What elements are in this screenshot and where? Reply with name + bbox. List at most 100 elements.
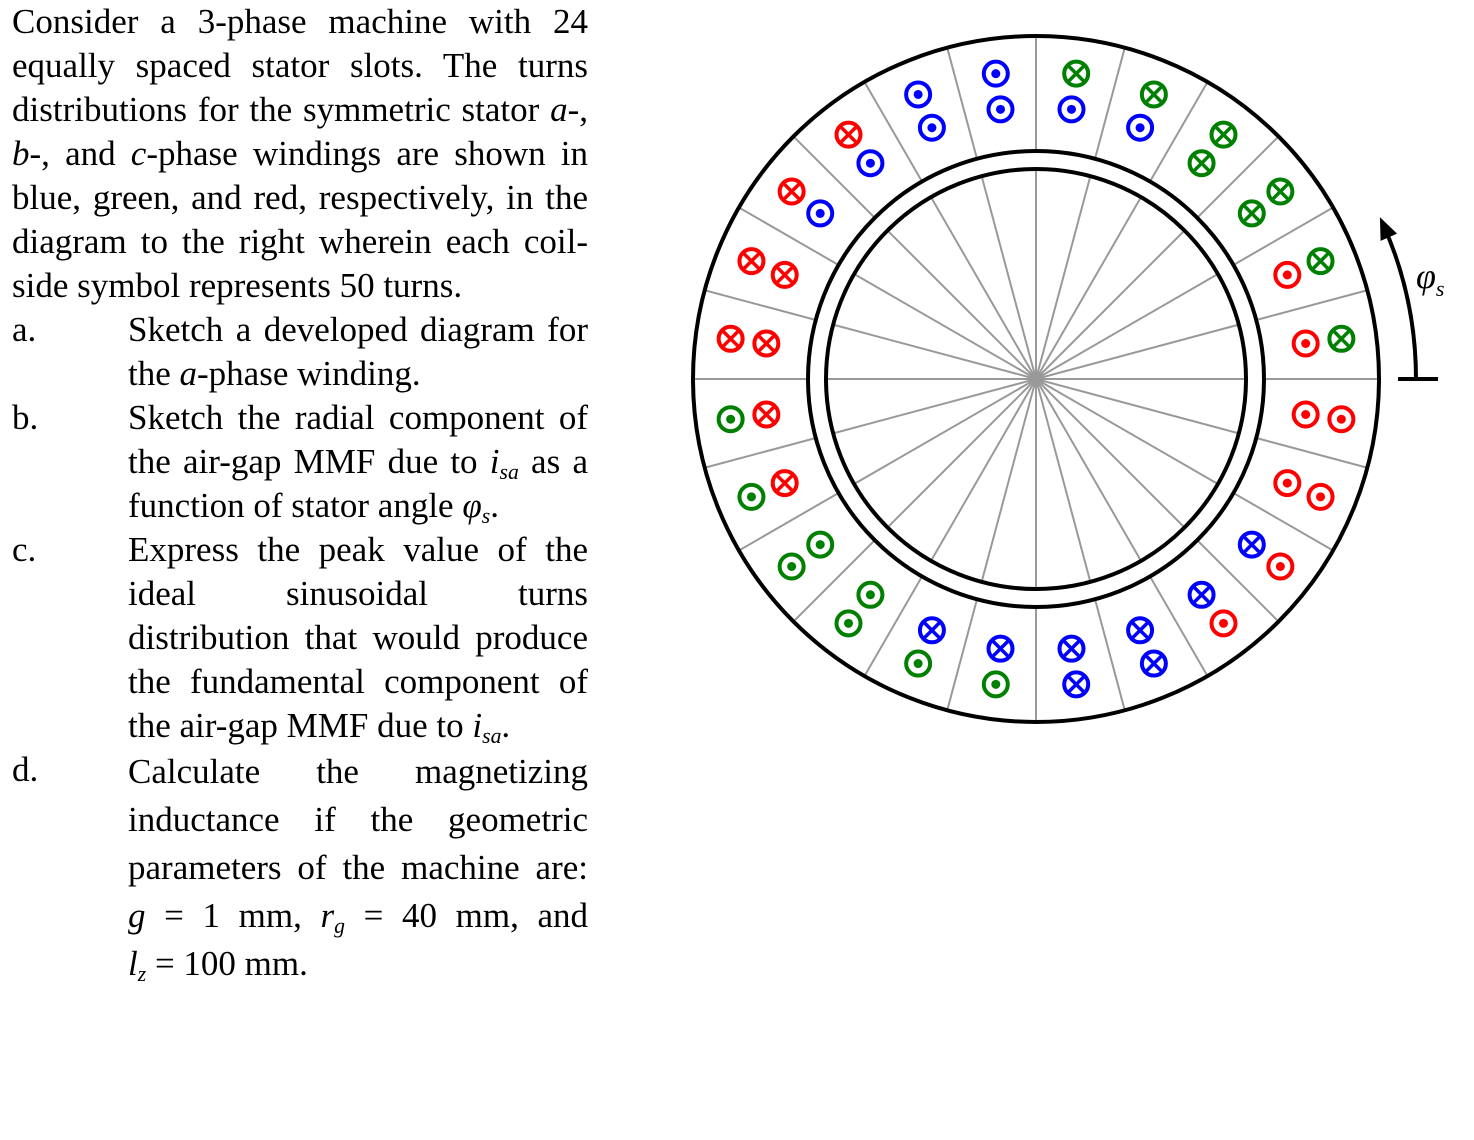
current-i-c: i [472, 706, 483, 745]
g-value: = 1 mm [145, 896, 294, 935]
coil-side-dot-inner-slot-6 [1057, 95, 1086, 124]
stator-angle: φs [462, 486, 490, 527]
coil-side-dot-inner-slot-5 [1126, 113, 1155, 142]
stator-slot-line [863, 81, 923, 183]
phase-a-var: a [550, 90, 568, 129]
part-d-end: . [299, 944, 308, 983]
part-b: b. Sketch the radial component of the ai… [12, 396, 588, 528]
coil-side-cross-inner-slot-19 [1057, 634, 1086, 663]
rotor-spoke-line [1035, 196, 1142, 380]
rotor-spoke-line [980, 378, 1037, 583]
axial-length: lz = 100 mm [128, 944, 300, 986]
lz-value: = 100 mm [146, 944, 300, 983]
stator-outer-circle [691, 34, 1381, 724]
part-a-letter: a. [12, 310, 37, 349]
part-c-letter: c. [12, 530, 37, 569]
stator-slot-line [792, 135, 876, 219]
coil-side-cross-outer-slot-10 [777, 177, 806, 206]
rotor-spoke-line [853, 273, 1037, 380]
stator-slot-line [1255, 289, 1368, 321]
slot-lines [693, 36, 1379, 722]
coil-side-cross-outer-slot-12 [716, 324, 745, 353]
part-c-text-2: . [501, 706, 511, 745]
sep-1: , [293, 896, 321, 935]
coil-side-dot-outer-slot-22 [1266, 552, 1295, 581]
intro-text-1: Consider a 3-phase machine with 24 equal… [12, 2, 588, 129]
coil-side-dot-outer-slot-18 [981, 670, 1010, 699]
part-c: c. Express the peak value of the ideal s… [12, 528, 588, 748]
rotor-spoke-line [1035, 323, 1240, 380]
coil-side-cross-inner-slot-22 [1237, 530, 1266, 559]
coil-side-dot-outer-slot-7 [981, 59, 1010, 88]
rotor-spoke-line [1035, 378, 1219, 485]
part-b-text: Sketch the radial component of the air-g… [128, 396, 588, 528]
coil-side-dot-inner-slot-10 [806, 199, 835, 228]
coil-side-cross-inner-slot-14 [770, 469, 799, 498]
coil-side-cross-outer-slot-20 [1139, 649, 1168, 678]
sep-2: , and [510, 896, 589, 935]
stator-slot-line [1094, 47, 1126, 160]
part-b-text-2: as a function of stator angle [128, 442, 588, 525]
coil-side-dot-outer-slot-17 [904, 649, 933, 678]
coil-side-dot-inner-slot-8 [917, 113, 946, 142]
coil-side-cross-outer-slot-5 [1139, 80, 1168, 109]
current-sub: sa [499, 460, 519, 484]
rotor-circle [824, 167, 1248, 591]
stator-slot-line [1149, 575, 1209, 677]
stator-slot-line [1232, 492, 1334, 552]
problem-statement: Consider a 3-phase machine with 24 equal… [12, 0, 588, 308]
gap-length: g = 1 mm [128, 896, 293, 935]
gap-radius: rg = 40 mm [320, 896, 511, 938]
coil-side-cross-inner-slot-18 [986, 634, 1015, 663]
angle-label-sub: s [1436, 276, 1445, 301]
current-isa: isa [489, 442, 519, 484]
coil-side-cross-outer-slot-9 [834, 120, 863, 149]
coil-side-dot-inner-slot-23 [1273, 469, 1302, 498]
rotor-spoke-line [1035, 378, 1092, 583]
coil-symbols [716, 59, 1356, 699]
part-c-text-1: Express the peak value of the ideal sinu… [128, 530, 588, 745]
coil-side-cross-inner-slot-11 [770, 260, 799, 289]
stator-slot-line [1149, 81, 1209, 183]
part-d-letter: d. [12, 750, 39, 789]
part-c-text: Express the peak value of the ideal sinu… [128, 528, 588, 748]
coil-side-dot-outer-slot-21 [1209, 609, 1238, 638]
coil-side-cross-outer-slot-6 [1062, 59, 1091, 88]
part-d-text-1: Calculate the magnetizing inductance if … [128, 752, 588, 887]
rotor-spoke-line [832, 323, 1037, 380]
coil-side-cross-outer-slot-11 [737, 247, 766, 276]
intro-text-4: -phase windings are shown in blue, green… [12, 134, 588, 305]
part-b-text-3: . [490, 486, 499, 525]
part-a-text-1: Sketch a developed diagram for the [128, 310, 588, 393]
part-a-var: a [179, 354, 198, 393]
part-a-text-2: -phase winding. [197, 354, 421, 393]
intro-text-3: -, and [29, 134, 131, 173]
current-isa-c: isa [472, 706, 501, 747]
stator-slot-line [863, 575, 923, 677]
stator-bore-circle [806, 149, 1266, 609]
coil-side-dot-inner-slot-24 [1291, 400, 1320, 429]
rg-var: r [320, 896, 335, 935]
stator-angle-indicator: φs [1379, 217, 1445, 381]
coil-side-dot-outer-slot-8 [904, 80, 933, 109]
coil-side-dot-inner-slot-9 [856, 149, 885, 178]
coil-side-cross-inner-slot-17 [917, 616, 946, 645]
stator-slot-line [1094, 598, 1126, 711]
part-b-letter: b. [12, 398, 39, 437]
stator-slot-line [704, 289, 817, 321]
stator-slot-line [1196, 135, 1280, 219]
coil-side-dot-inner-slot-16 [856, 580, 885, 609]
coil-side-dot-outer-slot-24 [1327, 405, 1356, 434]
coil-side-dot-inner-slot-2 [1273, 260, 1302, 289]
stator-slot-line [792, 539, 876, 623]
coil-side-dot-inner-slot-15 [806, 530, 835, 559]
coil-side-dot-outer-slot-15 [777, 552, 806, 581]
current-i: i [489, 442, 500, 481]
stator-slot-line [738, 206, 840, 266]
lz-sub: z [137, 962, 147, 986]
rotor-spoke-line [930, 378, 1037, 562]
rg-sub: g [334, 914, 345, 938]
part-b-text-1: Sketch the radial component of the air-g… [128, 398, 588, 481]
stator-slot-line [946, 598, 978, 711]
g-var: g [128, 896, 146, 935]
